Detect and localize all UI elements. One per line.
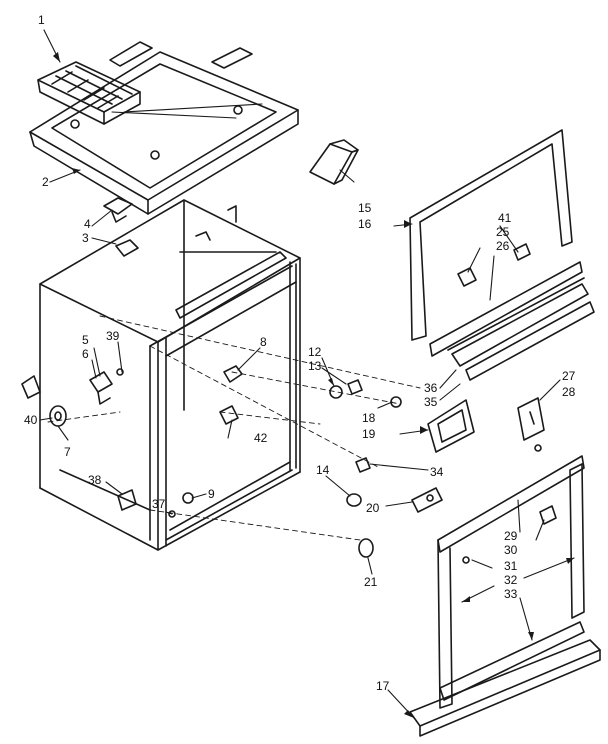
leader-lines	[47, 315, 421, 541]
part-label-41: 41	[498, 211, 512, 225]
part-label-6: 6	[82, 347, 89, 361]
lens-19	[427, 399, 475, 453]
bracket-27	[517, 397, 545, 452]
part-label-2: 2	[42, 175, 49, 189]
part-label-5: 5	[82, 333, 89, 347]
part-label-17: 17	[376, 679, 390, 693]
part-label-34: 34	[430, 465, 444, 479]
part-label-13: 13	[308, 359, 322, 373]
part-label-29: 29	[504, 529, 518, 543]
knob-15	[309, 139, 359, 185]
cabinet-frame	[39, 199, 301, 551]
part-label-18: 18	[362, 411, 376, 425]
door-rails	[447, 277, 595, 381]
part-label-37: 37	[152, 497, 166, 511]
part-label-27: 27	[562, 369, 576, 383]
part-label-8: 8	[260, 335, 267, 349]
part-label-31: 31	[504, 559, 518, 573]
callout-leaders	[39, 29, 575, 719]
part-label-36: 36	[424, 381, 438, 395]
part-label-7: 7	[64, 445, 71, 459]
lower-frame	[437, 455, 585, 709]
part-label-32: 32	[504, 573, 518, 587]
top-panel	[29, 41, 299, 215]
part-label-35: 35	[424, 395, 438, 409]
part-label-19: 19	[362, 427, 376, 441]
part-label-16: 16	[358, 217, 372, 231]
bracket-20	[411, 487, 443, 513]
part-label-3: 3	[82, 231, 89, 245]
clip-4	[103, 197, 133, 223]
mid-small-parts	[329, 379, 402, 507]
part-label-14: 14	[316, 463, 330, 477]
part-label-39: 39	[106, 329, 120, 343]
door-frame	[409, 129, 583, 357]
part-label-26: 26	[496, 239, 510, 253]
part-label-9: 9	[208, 487, 215, 501]
part-label-4: 4	[84, 217, 91, 231]
part-label-1: 1	[38, 13, 45, 27]
vent-grill	[37, 61, 141, 125]
arrow-heads	[53, 52, 574, 718]
part-label-25: 25	[496, 225, 510, 239]
part-label-20: 20	[366, 501, 380, 515]
part-label-12: 12	[308, 345, 322, 359]
part-label-38: 38	[88, 473, 102, 487]
part-label-15: 15	[358, 201, 372, 215]
bottom-rail	[409, 639, 601, 737]
part-label-40: 40	[24, 413, 38, 427]
cabinet-small-parts	[21, 365, 374, 558]
part-label-33: 33	[504, 587, 518, 601]
part-label-21: 21	[364, 575, 378, 589]
part-label-28: 28	[562, 385, 576, 399]
part-label-42: 42	[254, 431, 268, 445]
part-label-30: 30	[504, 543, 518, 557]
